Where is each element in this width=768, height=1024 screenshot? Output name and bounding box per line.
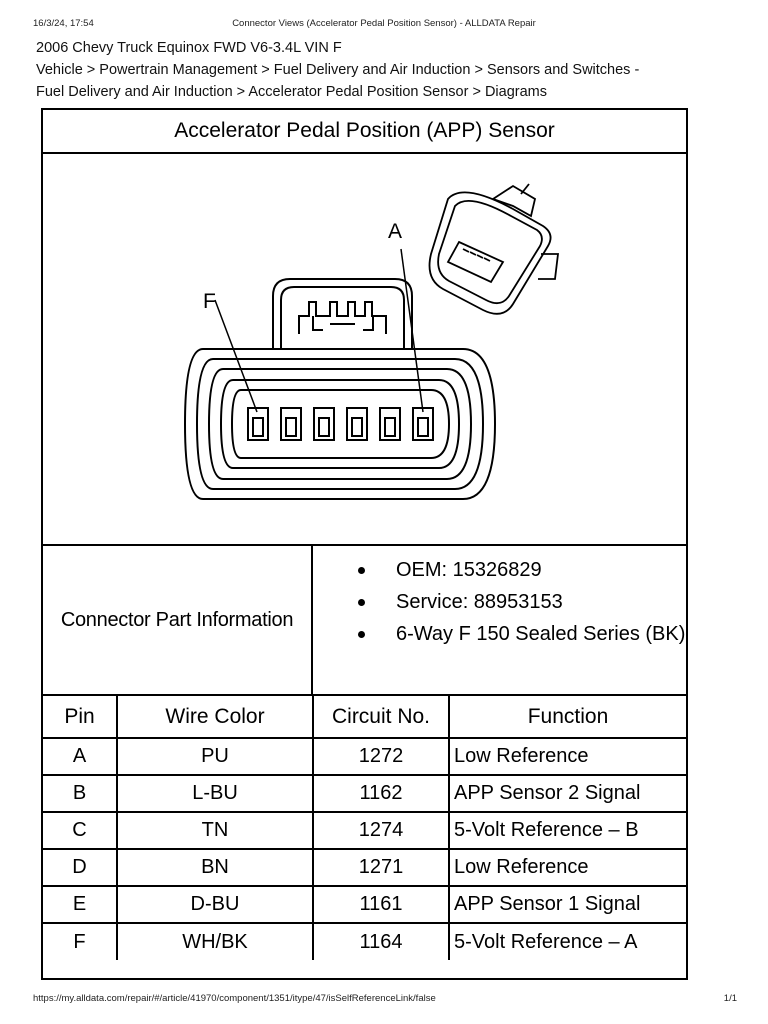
connector-face-diagram bbox=[183, 183, 560, 500]
pin-cell: A bbox=[43, 737, 118, 776]
function-cell: 5-Volt Reference – A bbox=[448, 922, 686, 960]
connector-sheet: Accelerator Pedal Position (APP) Sensor bbox=[41, 108, 688, 980]
print-timestamp: 16/3/24, 17:54 bbox=[33, 18, 94, 29]
wire-color-cell: PU bbox=[116, 737, 314, 776]
table-header-row: Pin Wire Color Circuit No. Function bbox=[43, 696, 686, 739]
table-row: B L-BU 1162 APP Sensor 2 Signal bbox=[43, 774, 686, 813]
print-header: 16/3/24, 17:54 Connector Views (Accelera… bbox=[0, 18, 768, 32]
pin-cell: C bbox=[43, 811, 118, 850]
table-row: F WH/BK 1164 5-Volt Reference – A bbox=[43, 922, 686, 960]
oem-part-number: OEM: 15326829 bbox=[318, 554, 685, 586]
print-url: https://my.alldata.com/repair/#/article/… bbox=[33, 993, 436, 1004]
circuit-cell: 1274 bbox=[312, 811, 450, 850]
document-header: 2006 Chevy Truck Equinox FWD V6-3.4L VIN… bbox=[36, 37, 736, 103]
breadcrumb-line-2: Fuel Delivery and Air Induction > Accele… bbox=[36, 84, 547, 100]
table-row: C TN 1274 5-Volt Reference – B bbox=[43, 811, 686, 850]
header-wire-color: Wire Color bbox=[116, 696, 314, 739]
function-cell: APP Sensor 2 Signal bbox=[448, 774, 686, 813]
function-cell: 5-Volt Reference – B bbox=[448, 811, 686, 850]
page-number: 1/1 bbox=[723, 993, 737, 1004]
wire-color-cell: BN bbox=[116, 848, 314, 887]
breadcrumb-line-1: Vehicle > Powertrain Management > Fuel D… bbox=[36, 62, 640, 78]
pin-label-a: A bbox=[388, 220, 403, 243]
pin-cell: D bbox=[43, 848, 118, 887]
pinout-table: Pin Wire Color Circuit No. Function A PU… bbox=[43, 696, 686, 960]
pin-cell: F bbox=[43, 922, 118, 960]
header-pin: Pin bbox=[43, 696, 118, 739]
circuit-cell: 1161 bbox=[312, 885, 450, 924]
circuit-cell: 1272 bbox=[312, 737, 450, 776]
circuit-cell: 1164 bbox=[312, 922, 450, 960]
pin-label-f: F bbox=[203, 290, 216, 313]
circuit-cell: 1162 bbox=[312, 774, 450, 813]
connector-series: 6-Way F 150 Sealed Series (BK) bbox=[318, 618, 685, 650]
wire-color-cell: L-BU bbox=[116, 774, 314, 813]
part-info-label: Connector Part Information bbox=[43, 546, 313, 694]
header-circuit-no: Circuit No. bbox=[312, 696, 450, 739]
vehicle-title: 2006 Chevy Truck Equinox FWD V6-3.4L VIN… bbox=[36, 40, 342, 56]
table-row: D BN 1271 Low Reference bbox=[43, 848, 686, 887]
connector-drawing: A F bbox=[43, 154, 686, 546]
wire-color-cell: TN bbox=[116, 811, 314, 850]
pin-cell: B bbox=[43, 774, 118, 813]
function-cell: Low Reference bbox=[448, 737, 686, 776]
wire-color-cell: D-BU bbox=[116, 885, 314, 924]
service-part-number: Service: 88953153 bbox=[318, 586, 685, 618]
pin-cell: E bbox=[43, 885, 118, 924]
circuit-cell: 1271 bbox=[312, 848, 450, 887]
connector-part-information: Connector Part Information OEM: 15326829… bbox=[43, 546, 686, 696]
table-row: E D-BU 1161 APP Sensor 1 Signal bbox=[43, 885, 686, 924]
function-cell: APP Sensor 1 Signal bbox=[448, 885, 686, 924]
sheet-title: Accelerator Pedal Position (APP) Sensor bbox=[43, 110, 686, 154]
wire-color-cell: WH/BK bbox=[116, 922, 314, 960]
table-row: A PU 1272 Low Reference bbox=[43, 737, 686, 776]
print-page-title: Connector Views (Accelerator Pedal Posit… bbox=[232, 18, 536, 29]
function-cell: Low Reference bbox=[448, 848, 686, 887]
part-info-list: OEM: 15326829 Service: 88953153 6-Way F … bbox=[318, 554, 685, 650]
header-function: Function bbox=[448, 696, 686, 739]
